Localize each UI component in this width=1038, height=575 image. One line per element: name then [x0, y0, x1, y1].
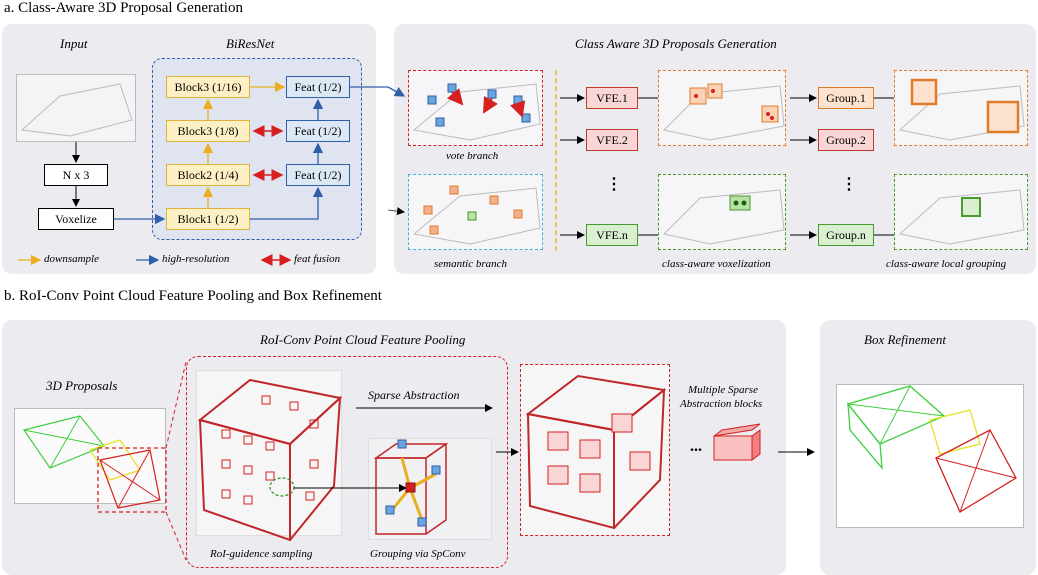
pooling-title: RoI-Conv Point Cloud Feature Pooling — [260, 332, 466, 347]
vfe-n-box: VFE.n — [586, 224, 638, 246]
nx3-box: N x 3 — [44, 164, 108, 186]
voxelize-box: Voxelize — [38, 208, 114, 230]
block3-1-8-box: Block3 (1/8) — [166, 120, 250, 142]
spconv-neighbors — [385, 439, 441, 527]
proposals-image — [14, 408, 166, 504]
point-cloud-sketches — [20, 83, 1025, 245]
zoom-line-top — [165, 361, 187, 449]
input-point-cloud-image — [16, 74, 136, 142]
abstraction-subcubes — [547, 413, 651, 493]
class-aware-local-grouping-label: class-aware local grouping — [886, 258, 1007, 270]
abstraction-block-icon — [713, 423, 761, 461]
voxelization-cubes — [689, 83, 779, 211]
box-refinement-label: Box Refinement — [864, 332, 946, 347]
roi-pooling-region — [186, 356, 508, 568]
biresnet-label: BiResNet — [226, 36, 275, 51]
semantic-branch-cubes — [423, 185, 523, 235]
zoom-line-bottom — [165, 511, 187, 561]
block3-1-16-box: Block3 (1/16) — [166, 76, 250, 98]
proposals-generation-title: Class Aware 3D Proposals Generation — [575, 36, 777, 51]
roi-sampling-label: RoI-guidence sampling — [210, 548, 313, 560]
vfe-ellipsis: ⋮ — [606, 176, 622, 193]
feat-bottom-box: Feat (1/2) — [286, 164, 350, 186]
block1-1-2-box: Block1 (1/2) — [166, 208, 250, 230]
legend-downsample: downsample — [44, 253, 99, 265]
roi-sampling-image — [196, 370, 342, 536]
block2-1-4-box: Block2 (1/4) — [166, 164, 250, 186]
roi-cube — [197, 378, 343, 542]
section-b-title: b. RoI-Conv Point Cloud Feature Pooling … — [4, 288, 382, 304]
vote-branch-label: vote branch — [446, 150, 499, 162]
group-n-box: Group.n — [818, 224, 874, 246]
sample-highlight — [269, 477, 295, 497]
grouping-spconv-label: Grouping via SpConv — [370, 548, 466, 560]
group-2-box: Group.2 — [818, 129, 874, 151]
block1-to-feat-arrow — [250, 186, 324, 220]
proposals-label: 3D Proposals — [46, 378, 118, 393]
multiple-blocks-line1: Multiple Sparse — [688, 384, 758, 396]
block-ellipsis: ... — [690, 438, 702, 455]
semantic-branch-label: semantic branch — [434, 258, 508, 270]
proposal-wireframes — [23, 415, 161, 509]
feat-mid-box: Feat (1/2) — [286, 120, 350, 142]
vote-branch-cubes — [427, 83, 531, 127]
legend-high-resolution: high-resolution — [162, 253, 230, 265]
legend-feat-fusion: feat fusion — [294, 253, 341, 265]
proposal-highlight — [97, 447, 167, 513]
feat-to-branches-arrow — [387, 86, 406, 97]
grouping-cubes — [910, 78, 1020, 217]
vfe-1-box: VFE.1 — [586, 87, 638, 109]
vfe-2-box: VFE.2 — [586, 129, 638, 151]
class-aware-voxelization-label: class-aware voxelization — [662, 258, 771, 270]
group-ellipsis: ⋮ — [841, 176, 857, 193]
to-semantic-arrow — [387, 207, 405, 216]
refined-wireframes — [846, 385, 1017, 513]
roi-sample-cubes — [221, 395, 319, 505]
group-1-box: Group.1 — [818, 87, 874, 109]
refined-boxes-image — [836, 384, 1024, 528]
input-label: Input — [60, 36, 88, 51]
section-a-title: a. Class-Aware 3D Proposal Generation — [4, 0, 243, 16]
abstraction-cube — [525, 374, 667, 530]
multiple-blocks-line2: Abstraction blocks — [680, 398, 763, 410]
feat-top-box: Feat (1/2) — [286, 76, 350, 98]
spconv-cube — [373, 442, 449, 535]
spconv-grouping-image — [368, 438, 492, 540]
sparse-abstraction-label: Sparse Abstraction — [368, 388, 460, 402]
